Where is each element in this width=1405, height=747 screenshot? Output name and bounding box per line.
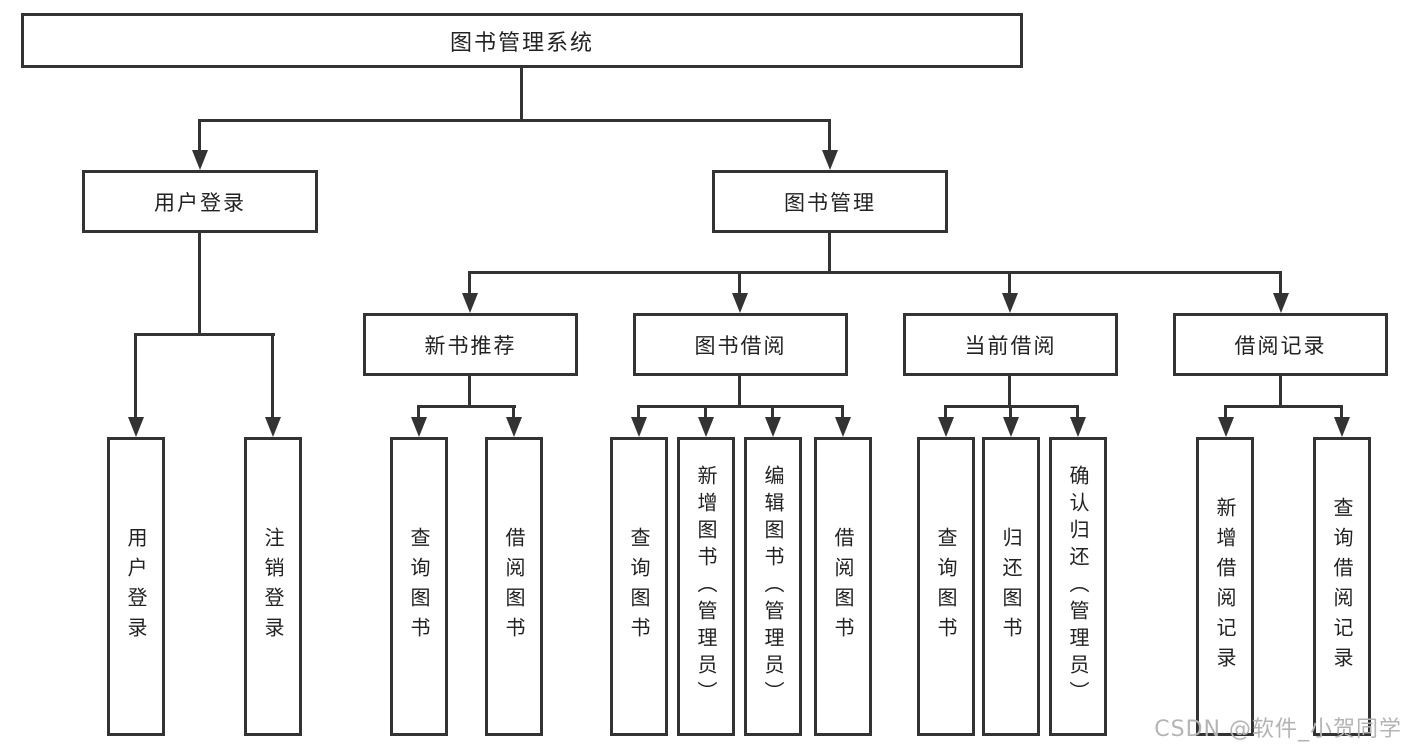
line-bookmgmt-branch (468, 271, 1282, 274)
arrowhead-borrow-records (1273, 293, 1289, 313)
line-user-stem (198, 231, 201, 336)
leaf-query-books-current: 查询图书 (917, 437, 975, 736)
arrowhead-borrow2 (835, 417, 851, 437)
leaf-query-books-borrow: 查询图书 (610, 437, 668, 736)
line-drop-confirm-return (1076, 405, 1079, 419)
leaf-borrow-books-recommend: 借阅图书 (485, 437, 543, 736)
arrowhead-return-book (1003, 417, 1019, 437)
line-drop-current-borrow (1008, 271, 1011, 295)
arrowhead-query3 (938, 417, 954, 437)
arrowhead-query2 (631, 417, 647, 437)
leaf-borrow-books-2: 借阅图书 (814, 437, 872, 736)
line-bookborrow-stem (738, 374, 741, 408)
arrowhead-leaf-login (128, 417, 144, 437)
node-book-management: 图书管理 (712, 170, 948, 233)
csdn-watermark: CSDN @软件_小贺同学 (1154, 717, 1402, 742)
node-borrow-records: 借阅记录 (1173, 313, 1388, 376)
line-newbooks-branch (417, 405, 516, 408)
node-book-borrow: 图书借阅 (633, 313, 848, 376)
arrowhead-book-borrow (732, 293, 748, 313)
line-drop-return-book (1009, 405, 1012, 419)
line-user-branch (134, 333, 275, 336)
line-drop-add-record (1224, 405, 1227, 419)
arrowhead-new-books (462, 293, 478, 313)
arrowhead-current-borrow (1002, 293, 1018, 313)
arrowhead-book-mgmt (822, 150, 838, 170)
arrowhead-add-record (1218, 417, 1234, 437)
line-borrowrecords-stem (1279, 374, 1282, 408)
arrowhead-leaf-logout (265, 417, 281, 437)
leaf-edit-book-admin: 编辑图书（管理员） (744, 437, 802, 736)
line-drop-book-borrow (738, 271, 741, 295)
node-new-book-recommend: 新书推荐 (363, 313, 578, 376)
line-root-stem (520, 66, 523, 122)
leaf-add-book-admin: 新增图书（管理员） (677, 437, 735, 736)
line-bookmgmt-stem (828, 231, 831, 274)
leaf-add-borrow-record: 新增借阅记录 (1196, 437, 1254, 736)
line-currentborrow-stem (1008, 374, 1011, 408)
line-drop-query1 (417, 405, 420, 419)
leaf-return-book: 归还图书 (982, 437, 1040, 736)
line-drop-borrow2 (841, 405, 844, 419)
line-drop-add-book (704, 405, 707, 419)
arrowhead-query-record (1334, 417, 1350, 437)
node-user-login: 用户登录 (82, 170, 318, 233)
arrowhead-borrow1 (506, 417, 522, 437)
line-drop-edit-book (771, 405, 774, 419)
arrowhead-query1 (411, 417, 427, 437)
line-bookborrow-branch (637, 405, 844, 408)
arrowhead-confirm-return (1070, 417, 1086, 437)
node-root-system: 图书管理系统 (21, 13, 1023, 68)
line-newbooks-stem (468, 374, 471, 408)
arrowhead-edit-book (765, 417, 781, 437)
leaf-confirm-return-admin: 确认归还（管理员） (1049, 437, 1107, 736)
leaf-query-books-recommend: 查询图书 (390, 437, 448, 736)
line-borrowrecords-branch (1224, 405, 1342, 408)
line-drop-leaf-login (134, 333, 137, 419)
node-current-borrow: 当前借阅 (903, 313, 1118, 376)
line-drop-query3 (944, 405, 947, 419)
leaf-query-borrow-record: 查询借阅记录 (1313, 437, 1371, 736)
leaf-logout: 注销登录 (244, 437, 302, 736)
line-drop-leaf-logout (271, 333, 274, 419)
line-drop-query2 (637, 405, 640, 419)
line-drop-query-record (1340, 405, 1343, 419)
leaf-user-login: 用户登录 (107, 437, 165, 736)
arrowhead-add-book (698, 417, 714, 437)
line-drop-borrow-records (1279, 271, 1282, 295)
line-drop-new-books (468, 271, 471, 295)
line-drop-book-mgmt (828, 119, 831, 152)
line-root-branch (198, 119, 831, 122)
line-drop-borrow1 (512, 405, 515, 419)
arrowhead-user-login (192, 150, 208, 170)
line-drop-user-login (198, 119, 201, 152)
